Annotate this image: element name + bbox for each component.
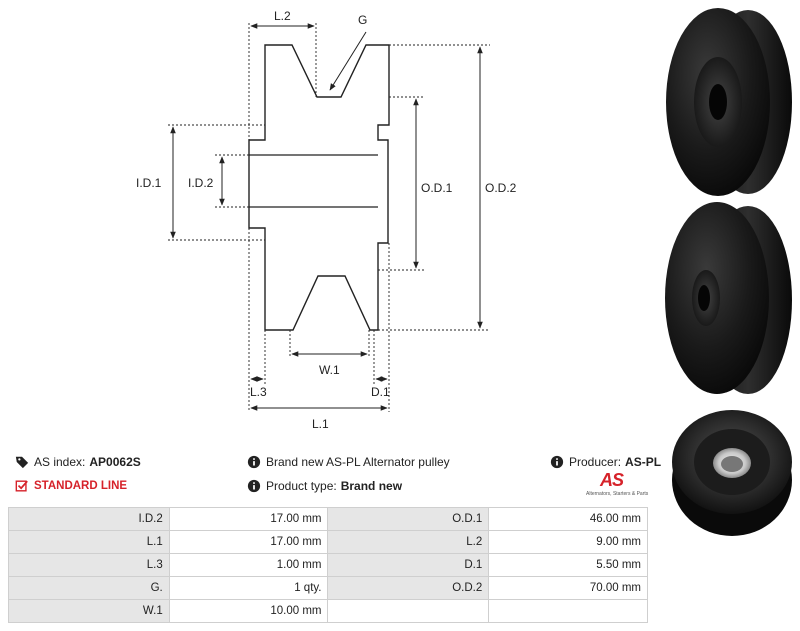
- spec-label: O.D.2: [327, 576, 490, 600]
- pulley-profile: [248, 44, 390, 331]
- spec-value: 5.50 mm: [488, 553, 648, 577]
- as-index-value: AP0062S: [89, 455, 141, 469]
- spec-value-empty: [488, 599, 648, 623]
- spec-label: G.: [8, 576, 170, 600]
- spec-label: D.1: [327, 553, 490, 577]
- spec-label: O.D.1: [327, 507, 490, 531]
- info-icon: [550, 455, 564, 469]
- spec-value: 17.00 mm: [168, 530, 329, 554]
- product-type-value: Brand new: [340, 479, 403, 493]
- label-id1: I.D.1: [136, 176, 162, 190]
- product-type: Product type: Brand new: [247, 478, 402, 494]
- spec-value: 1.00 mm: [168, 553, 329, 577]
- as-index: AS index: AP0062S: [15, 454, 141, 470]
- label-l1: L.1: [312, 417, 329, 431]
- tag-icon: [15, 456, 29, 469]
- spec-label: L.1: [8, 530, 170, 554]
- as-pl-logo: AS Alternators, Starters & Parts: [586, 470, 652, 500]
- spec-value: 9.00 mm: [488, 530, 648, 554]
- label-od1: O.D.1: [421, 181, 453, 195]
- spec-value: 46.00 mm: [488, 507, 648, 531]
- label-id2: I.D.2: [188, 176, 214, 190]
- info-icon: [247, 455, 261, 469]
- spec-value: 10.00 mm: [168, 599, 329, 623]
- as-index-label: AS index:: [34, 455, 86, 469]
- label-d1: D.1: [371, 385, 390, 399]
- label-od2: O.D.2: [485, 181, 517, 195]
- pulley-photo-3: [672, 410, 792, 536]
- standard-line: STANDARD LINE: [15, 478, 127, 494]
- pulley-photo-1: [666, 8, 792, 196]
- product-type-label: Product type:: [266, 479, 337, 493]
- table-row: L.1 17.00 mm L.2 9.00 mm: [8, 530, 648, 554]
- spec-value: 70.00 mm: [488, 576, 648, 600]
- spec-label: L.2: [327, 530, 490, 554]
- pulley-photo-2: [665, 202, 792, 394]
- table-row: I.D.2 17.00 mm O.D.1 46.00 mm: [8, 507, 648, 531]
- logo-brand: AS: [600, 470, 624, 490]
- spec-label: L.3: [8, 553, 170, 577]
- spec-value: 1 qty.: [168, 576, 329, 600]
- label-l2: L.2: [274, 9, 291, 23]
- producer: Producer: AS-PL: [550, 454, 661, 470]
- label-l3: L.3: [250, 385, 267, 399]
- standard-line-label: STANDARD LINE: [34, 480, 128, 492]
- description-text: Brand new AS-PL Alternator pulley: [266, 455, 450, 469]
- label-w1: W.1: [319, 363, 340, 377]
- label-g: G: [358, 13, 367, 27]
- spec-label: W.1: [8, 599, 170, 623]
- spec-table: I.D.2 17.00 mm O.D.1 46.00 mm L.1 17.00 …: [8, 507, 648, 623]
- spec-label: I.D.2: [8, 507, 170, 531]
- spec-value: 17.00 mm: [168, 507, 329, 531]
- producer-label: Producer:: [569, 455, 622, 469]
- table-row: L.3 1.00 mm D.1 5.50 mm: [8, 553, 648, 577]
- info-icon: [247, 479, 261, 493]
- spec-label-empty: [327, 599, 490, 623]
- checkbox-checked-icon: [15, 480, 28, 492]
- logo-tagline: Alternators, Starters & Parts: [586, 491, 649, 497]
- table-row: W.1 10.00 mm: [8, 599, 648, 623]
- table-row: G. 1 qty. O.D.2 70.00 mm: [8, 576, 648, 600]
- technical-drawing: L.2 G I.D.1 I.D.2 O.D.1 O.D.2 W.1 L.3 D.…: [136, 9, 517, 431]
- producer-value: AS-PL: [625, 455, 662, 469]
- description: Brand new AS-PL Alternator pulley: [247, 454, 450, 470]
